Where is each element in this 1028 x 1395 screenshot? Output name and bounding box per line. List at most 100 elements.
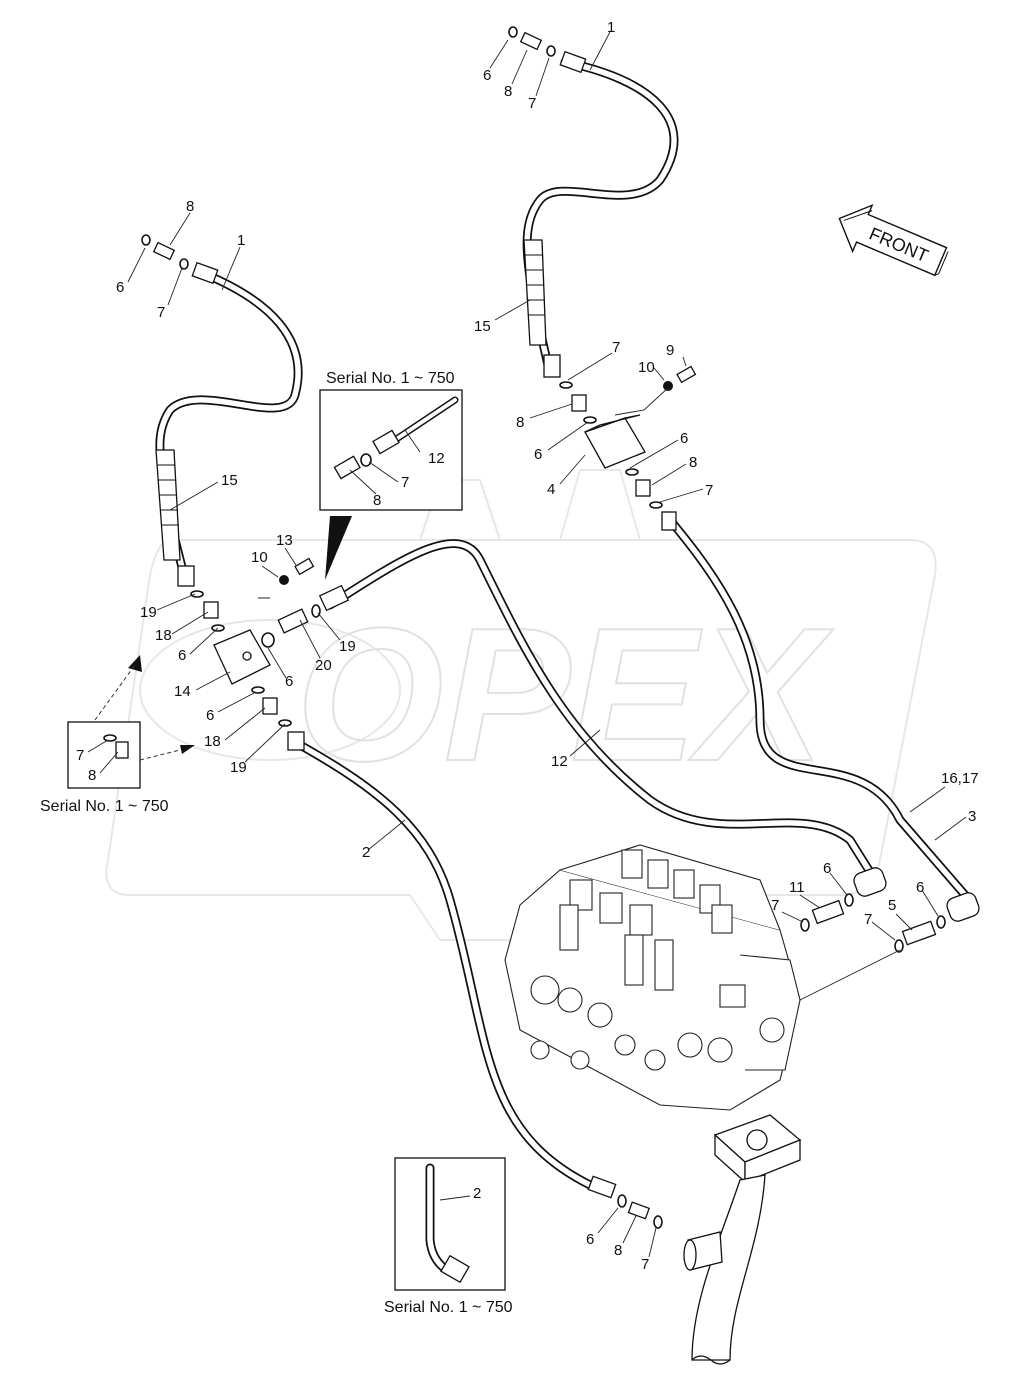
o-ring-6-top xyxy=(508,26,518,38)
adapter-8-bottom xyxy=(627,1201,651,1220)
callout-6-block4-left: 6 xyxy=(534,446,542,463)
callout-10-left: 10 xyxy=(251,549,268,566)
washer-10-left xyxy=(279,575,289,585)
callout-8-inset: 8 xyxy=(373,492,381,509)
callout-1-left: 1 xyxy=(237,232,245,249)
hoses xyxy=(155,57,970,1190)
o-ring-6-right-a xyxy=(844,893,854,907)
hose-2-end xyxy=(287,731,305,751)
callout-6-block14-left: 6 xyxy=(178,647,186,664)
callout-labels: 1 6 8 7 15 7 9 10 8 6 6 8 4 7 8 1 6 7 15… xyxy=(76,19,979,1273)
banjo-20 xyxy=(277,608,309,634)
callout-4: 4 xyxy=(547,481,555,498)
callout-7-block4-bottom: 7 xyxy=(705,482,713,499)
adapter-5 xyxy=(901,920,937,946)
callout-7-left-top: 7 xyxy=(157,304,165,321)
callout-18-top: 18 xyxy=(155,627,172,644)
inset-bottom-group: Serial No. 1 ~ 750 xyxy=(384,1157,513,1316)
callout-10-top: 10 xyxy=(638,359,655,376)
adapter-8-block4-top xyxy=(571,394,587,412)
block-4 xyxy=(584,417,646,469)
callout-2-hose: 2 xyxy=(362,844,370,861)
callout-7-bottom: 7 xyxy=(641,1256,649,1273)
hose-12-end xyxy=(318,584,350,612)
callout-8-top: 8 xyxy=(504,83,512,100)
inset-top-group: Serial No. 1 ~ 750 xyxy=(319,370,463,580)
callout-20: 20 xyxy=(315,657,332,674)
callout-7-top: 7 xyxy=(528,95,536,112)
callout-15-upper: 15 xyxy=(474,318,491,335)
callout-19-bottom: 19 xyxy=(230,759,247,776)
callout-3: 3 xyxy=(968,808,976,825)
fittings xyxy=(141,26,980,1229)
callout-13: 13 xyxy=(276,532,293,549)
o-ring-6-block14 xyxy=(261,632,275,648)
fitting-left-end xyxy=(177,565,195,587)
inset-left-group: Serial No. 1 ~ 750 xyxy=(40,655,195,815)
adapter-11 xyxy=(811,899,845,925)
bolt-13 xyxy=(294,557,315,576)
adapter-18-top xyxy=(203,601,219,619)
pipe-body xyxy=(691,1174,766,1361)
callout-6-bottom: 6 xyxy=(586,1231,594,1248)
callout-15-left: 15 xyxy=(221,472,238,489)
o-ring-6-right-b xyxy=(936,915,946,929)
fitting-upper-end xyxy=(543,354,561,378)
hose-end-left xyxy=(191,261,219,285)
adapter-8-left xyxy=(152,241,176,261)
hose-1-upper xyxy=(522,57,679,370)
opex-watermark: OPEX xyxy=(105,469,937,941)
adapter-18-bottom xyxy=(262,697,278,715)
return-pipe xyxy=(683,1114,802,1365)
inset-top-pointer xyxy=(325,516,352,580)
callout-8-block4-bottom: 8 xyxy=(689,454,697,471)
callout-7-inset-left: 7 xyxy=(76,747,84,764)
o-ring-7-left xyxy=(179,258,189,270)
inset-left-pointer-right xyxy=(180,745,195,754)
callout-12-hose: 12 xyxy=(551,753,568,770)
callout-6-left-top: 6 xyxy=(116,279,124,296)
inset-left-pointer-up xyxy=(128,655,142,672)
hose-3-elbow xyxy=(946,892,980,922)
callout-8-inset-left: 8 xyxy=(88,767,96,784)
callout-16-17: 16,17 xyxy=(941,770,979,787)
callout-7-inset: 7 xyxy=(401,474,409,491)
adapter-8-top xyxy=(519,31,543,51)
callout-7-right-a: 7 xyxy=(771,897,779,914)
callout-11: 11 xyxy=(789,879,805,896)
callout-6-right-b: 6 xyxy=(916,879,924,896)
callout-8-bottom: 8 xyxy=(614,1242,622,1259)
front-arrow-shape xyxy=(838,203,948,277)
hose-end-top xyxy=(559,50,587,74)
callout-6-block14-bottom: 6 xyxy=(206,707,214,724)
callout-19-top: 19 xyxy=(140,604,157,621)
callout-6-block4-right: 6 xyxy=(680,430,688,447)
control-valve xyxy=(504,844,801,1111)
watermark-ring xyxy=(139,619,401,761)
o-ring-7-bottom xyxy=(653,1215,663,1229)
callout-7-block4-top: 7 xyxy=(612,339,620,356)
callout-1-top: 1 xyxy=(607,19,615,36)
inset-top-serial-label: Serial No. 1 ~ 750 xyxy=(326,370,455,387)
spring-guard-15-upper xyxy=(523,239,547,346)
o-ring-7-right-a xyxy=(800,918,810,932)
washer-10-top xyxy=(663,381,673,391)
inset-left-serial-label: Serial No. 1 ~ 750 xyxy=(40,798,169,815)
o-ring-6-left xyxy=(141,234,151,246)
callout-6-right-a: 6 xyxy=(823,860,831,877)
callout-19-right: 19 xyxy=(339,638,356,655)
o-ring-19-block14 xyxy=(311,604,321,618)
spring-guards xyxy=(155,239,547,561)
callout-2-inset: 2 xyxy=(473,1185,481,1202)
o-ring-6-bottom xyxy=(617,1194,627,1208)
hose-12-elbow xyxy=(853,867,887,897)
callout-6-top: 6 xyxy=(483,67,491,84)
callout-8-left-top: 8 xyxy=(186,198,194,215)
callout-5: 5 xyxy=(888,897,896,914)
callout-18-bottom: 18 xyxy=(204,733,221,750)
callout-12-inset: 12 xyxy=(428,450,445,467)
o-ring-7-right-b xyxy=(894,939,904,953)
valve-spool-caps xyxy=(559,849,733,991)
